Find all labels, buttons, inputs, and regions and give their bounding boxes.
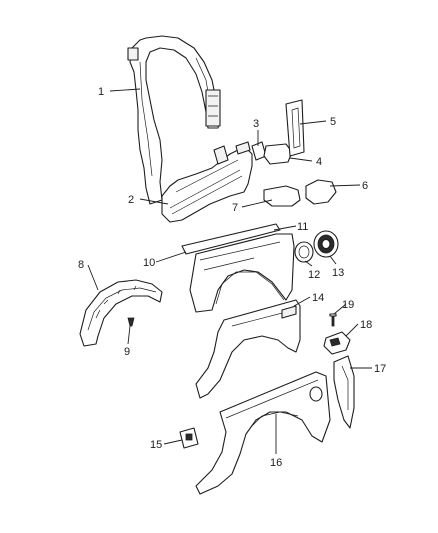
callout-12: 12 xyxy=(308,269,320,281)
callout-11: 11 xyxy=(297,221,308,233)
part-2-inner-panel xyxy=(161,141,253,223)
part-14-quarter-panel-upper xyxy=(195,299,301,399)
callout-18: 18 xyxy=(360,319,372,331)
part-5-reinforcement xyxy=(285,99,305,157)
callout-15: 15 xyxy=(150,439,162,451)
part-15-bracket xyxy=(179,427,199,449)
callout-labels: 1 2 3 4 5 6 7 8 9 10 11 12 13 14 15 16 1… xyxy=(78,86,386,469)
part-11-wheelhouse-panel xyxy=(189,233,295,313)
part-4-bracket xyxy=(263,143,293,165)
part-1-pillar xyxy=(127,35,221,205)
callout-4: 4 xyxy=(316,156,322,168)
callout-19: 19 xyxy=(342,299,354,311)
part-18-connector xyxy=(323,331,351,355)
callout-3: 3 xyxy=(253,118,259,130)
callout-14: 14 xyxy=(312,292,324,304)
callout-8: 8 xyxy=(78,259,84,271)
callout-7: 7 xyxy=(232,202,238,214)
callout-2: 2 xyxy=(128,194,134,206)
leader-lines xyxy=(87,88,372,454)
callout-10: 10 xyxy=(143,257,155,269)
callout-17: 17 xyxy=(374,363,386,375)
part-7-extension xyxy=(263,185,301,207)
part-6-bracket xyxy=(305,179,337,205)
part-10-top-rail xyxy=(181,223,281,255)
callout-6: 6 xyxy=(362,180,368,192)
part-13-fuel-door xyxy=(313,230,339,258)
callout-5: 5 xyxy=(330,116,336,128)
part-9-push-pin xyxy=(127,317,135,327)
part-12-seal-ring xyxy=(294,241,314,263)
callout-1: 1 xyxy=(98,86,104,98)
part-19-screw xyxy=(329,313,337,327)
part-16-quarter-panel-lower xyxy=(195,371,331,495)
callout-16: 16 xyxy=(270,457,282,469)
callout-13: 13 xyxy=(332,267,344,279)
part-3-plate xyxy=(251,141,267,161)
part-8-wheelhouse-liner xyxy=(79,279,163,347)
part-17-corner-piece xyxy=(333,355,355,429)
callout-9: 9 xyxy=(124,346,130,358)
